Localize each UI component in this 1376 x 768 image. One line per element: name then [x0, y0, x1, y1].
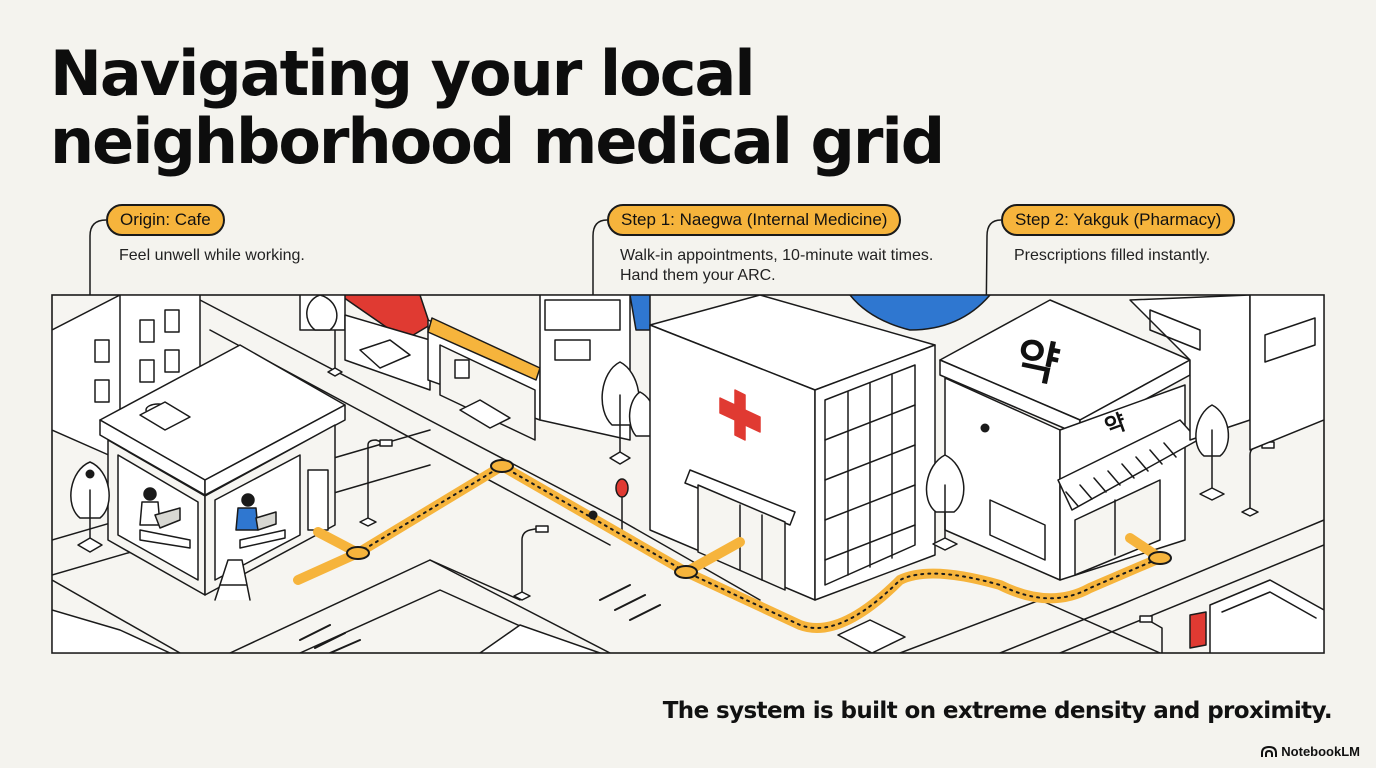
callout-anchor-dots: [85, 423, 990, 520]
crosswalk: [299, 584, 661, 653]
step-1-description-line-1: Walk-in appointments, 10-minute wait tim…: [620, 247, 934, 264]
page-title: Navigating your local neighborhood medic…: [50, 37, 945, 178]
tagline: The system is built on extreme density a…: [662, 698, 1333, 724]
cafe-building: [99, 344, 346, 601]
brand-name: NotebookLM: [1281, 744, 1360, 759]
callout-leader-lines: [89, 219, 1002, 514]
hospital-building: [615, 295, 936, 601]
step-2-label: Step 2: Yakguk (Pharmacy): [1001, 204, 1236, 236]
brand: NotebookLM: [1261, 744, 1360, 759]
origin-description: Feel unwell while working.: [119, 246, 305, 266]
trees-center-left: [306, 295, 657, 465]
tree-near-cafe: [70, 461, 110, 553]
road-lines: [52, 299, 1324, 653]
buildings-bottom: [52, 579, 1324, 653]
step-1-description-line-2: Hand them your ARC.: [620, 267, 776, 284]
blue-roof-right: [849, 295, 991, 331]
title-line-1: Navigating your local: [50, 37, 756, 110]
step-2-description: Prescriptions filled instantly.: [1014, 246, 1210, 266]
trees-right: [925, 404, 1230, 551]
origin-description-line: Feel unwell while working.: [119, 247, 305, 264]
step-1-description: Walk-in appointments, 10-minute wait tim…: [620, 246, 933, 286]
notebooklm-logo-icon: [1261, 745, 1278, 757]
step-1-label: Step 1: Naegwa (Internal Medicine): [607, 204, 902, 236]
red-sign-bottom: [1189, 611, 1207, 649]
origin-label: Origin: Cafe: [106, 204, 225, 236]
step-2-description-line: Prescriptions filled instantly.: [1014, 247, 1211, 264]
title-line-2: neighborhood medical grid: [50, 105, 945, 178]
route-waypoints: [346, 459, 1172, 579]
